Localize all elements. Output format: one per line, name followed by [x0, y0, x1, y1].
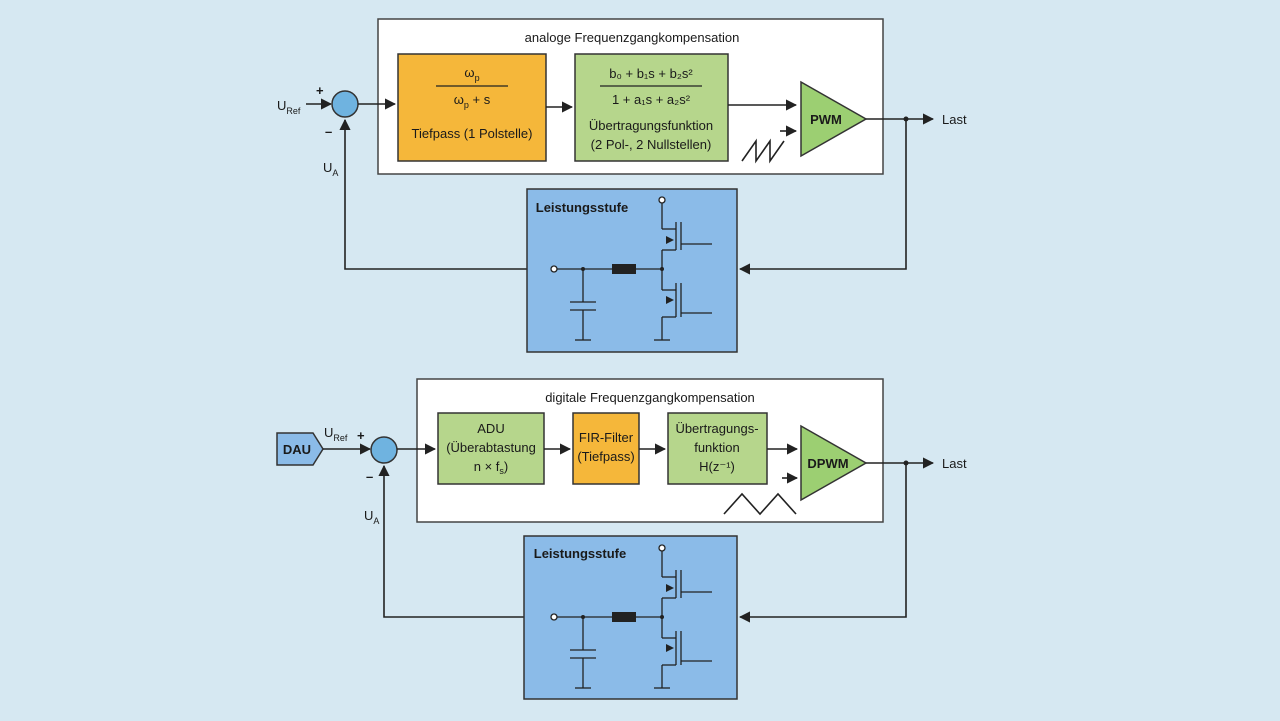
digital-diagram: digitale Frequenzgangkompensation DAU UR…: [276, 378, 967, 700]
power-stage-title-digital: Leistungsstufe: [534, 546, 626, 561]
transfer-digital-line-3: H(z⁻¹): [699, 459, 735, 474]
pwm-triangle: [800, 80, 868, 158]
output-label-last-digital: Last: [942, 456, 967, 471]
transfer-numerator: b₀ + b₁s + b₂s²: [609, 66, 693, 81]
dau-badge: [276, 432, 324, 466]
transfer-digital-line-1: Übertragungs-: [675, 421, 758, 436]
transfer-caption-1: Übertragungsfunktion: [589, 118, 713, 133]
transfer-caption-2: (2 Pol-, 2 Nullstellen): [591, 137, 712, 152]
plus-sign: +: [316, 83, 324, 98]
lowpass-caption: Tiefpass (1 Polstelle): [412, 126, 533, 141]
digital-frame-title: digitale Frequenzgangkompensation: [545, 390, 755, 405]
transfer-function-block: [574, 53, 729, 162]
adu-line-1: ADU: [477, 421, 504, 436]
plus-sign-digital: +: [357, 428, 365, 443]
dau-label: DAU: [283, 442, 311, 457]
u-a-label-digital: UA: [364, 508, 379, 526]
minus-sign: –: [325, 124, 332, 139]
summing-node: [331, 90, 359, 118]
pwm-label: PWM: [810, 112, 842, 127]
transfer-denominator: 1 + a₁s + a₂s²: [612, 92, 691, 107]
fir-line-1: FIR-Filter: [579, 430, 634, 445]
u-ref-label-digital: URef: [324, 425, 348, 443]
power-stage-circuit-icon: [550, 196, 712, 341]
transfer-digital-line-2: funktion: [694, 440, 740, 455]
power-stage-circuit-icon-digital: [550, 544, 712, 689]
analog-frame-title: analoge Frequenzgangkompensation: [525, 30, 740, 45]
summing-node-digital: [370, 436, 398, 464]
u-a-label: UA: [323, 160, 338, 178]
lowpass-denominator: ωp + s: [454, 92, 491, 110]
adu-line-2: (Überabtastung: [446, 440, 536, 455]
lowpass-block: [397, 53, 547, 162]
adu-block: [437, 412, 545, 485]
output-label-last: Last: [942, 112, 967, 127]
fir-line-2: (Tiefpass): [577, 449, 634, 464]
u-ref-label: URef: [277, 98, 301, 116]
lowpass-numerator: ωp: [464, 65, 479, 83]
triangle-wave-icon: [723, 492, 797, 516]
dpwm-triangle: [800, 424, 868, 502]
dpwm-label: DPWM: [807, 456, 848, 471]
power-stage-title: Leistungsstufe: [536, 200, 628, 215]
analog-diagram: analoge Frequenzgangkompensation URef + …: [277, 18, 967, 353]
adu-line-3: n × fs): [474, 459, 509, 476]
sawtooth-wave-icon: [741, 138, 785, 164]
minus-sign-digital: –: [366, 469, 373, 484]
